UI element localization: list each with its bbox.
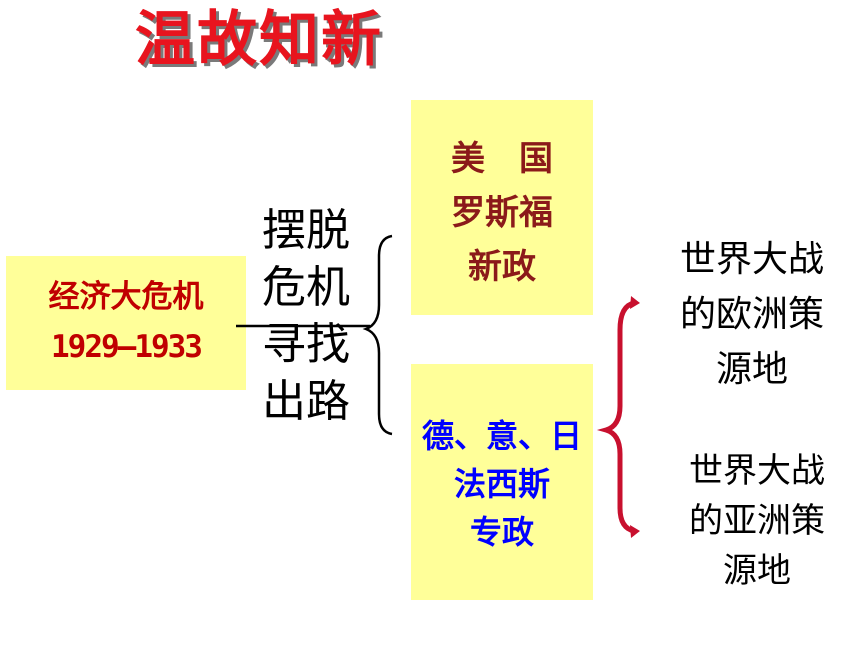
- fascist-line: 德、意、日: [421, 417, 582, 455]
- europe-line: 的欧洲策: [679, 294, 824, 335]
- asia-line: 源地: [723, 551, 791, 591]
- europe-line: 世界大战: [679, 239, 824, 280]
- crisis-years: 1929—1933: [51, 329, 203, 365]
- red-arrowhead-bottom: [630, 525, 640, 538]
- fascist-line: 专政: [469, 513, 534, 551]
- usa-line: 罗斯福: [451, 193, 553, 233]
- escape-crisis-label: 摆脱 危机 寻找 出路: [250, 202, 362, 430]
- escape-line: 摆脱: [262, 205, 350, 256]
- fascist-dictatorship-label: 德、意、日 法西斯 专政: [405, 412, 599, 556]
- black-brace: [362, 234, 393, 436]
- usa-line: 美 国: [451, 139, 553, 179]
- crisis-label: 经济大危机 1929—1933: [6, 272, 246, 372]
- europe-line: 源地: [715, 349, 788, 390]
- usa-new-deal-label: 美 国 罗斯福 新政: [411, 132, 593, 294]
- fascist-dictatorship-box: [411, 364, 593, 600]
- red-brace: [596, 300, 635, 534]
- red-arrowhead-top: [630, 296, 640, 309]
- crisis-box: [6, 256, 246, 390]
- asia-line: 世界大战: [689, 451, 825, 491]
- asia-line: 的亚洲策: [689, 501, 825, 541]
- fascist-line: 法西斯: [453, 465, 550, 503]
- escape-line: 危机: [262, 262, 350, 313]
- usa-line: 新政: [468, 247, 536, 287]
- escape-line: 寻找: [262, 319, 350, 370]
- crisis-name: 经济大危机: [48, 279, 204, 315]
- escape-line: 出路: [262, 376, 350, 427]
- usa-new-deal-box: [411, 100, 593, 315]
- page-title: 温故知新: [135, 5, 383, 75]
- asia-war-source-label: 世界大战 的亚洲策 源地: [672, 446, 842, 596]
- europe-war-source-label: 世界大战 的欧洲策 源地: [662, 232, 842, 397]
